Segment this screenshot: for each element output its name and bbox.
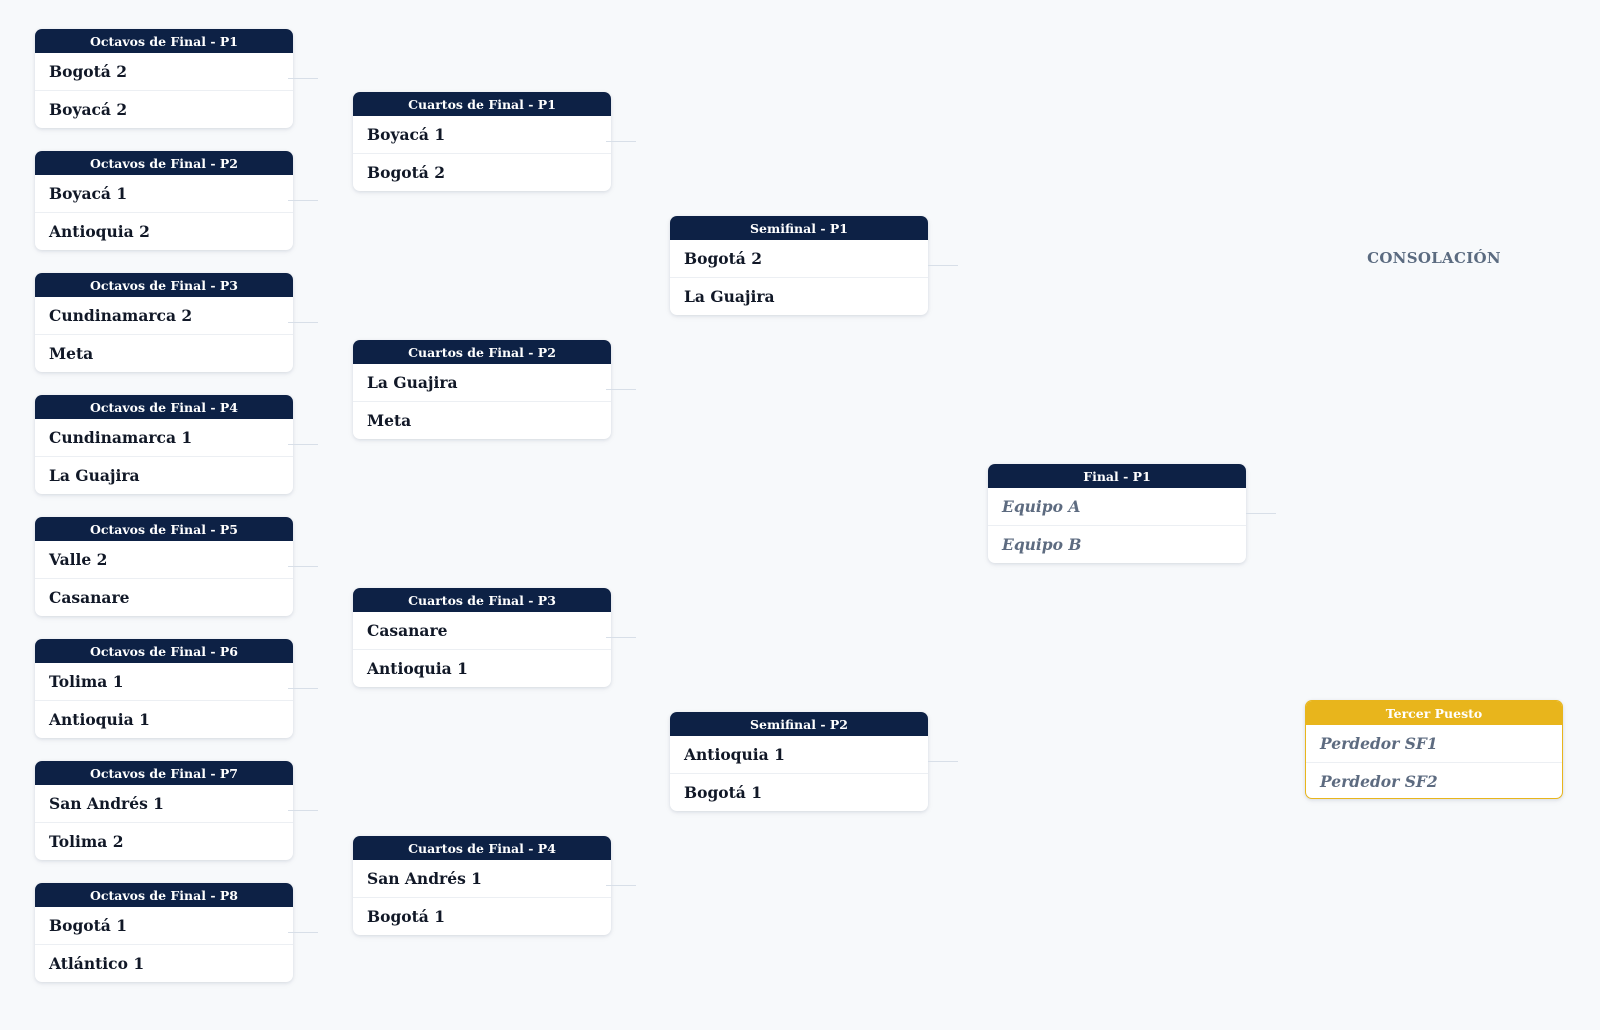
match-header: Octavos de Final - P3 [35, 273, 293, 297]
match-final-p1[interactable]: Final - P1 Equipo A Equipo B [988, 464, 1246, 563]
team-slot-1[interactable]: Cundinamarca 1 [35, 419, 293, 457]
team-slot-2[interactable]: Bogotá 1 [684, 783, 762, 802]
match-semifinal-p2[interactable]: Semifinal - P2 Antioquia 1 Bogotá 1 [670, 712, 928, 811]
match-cuartos-p2[interactable]: Cuartos de Final - P2 La Guajira Meta [353, 340, 611, 439]
bracket-connector [288, 200, 318, 201]
match-header: Final - P1 [988, 464, 1246, 488]
team-slot-1[interactable]: Antioquia 1 [670, 736, 928, 774]
bracket-connector [606, 389, 636, 390]
match-cuartos-p4[interactable]: Cuartos de Final - P4 San Andrés 1 Bogot… [353, 836, 611, 935]
match-header: Octavos de Final - P2 [35, 151, 293, 175]
match-header: Semifinal - P2 [670, 712, 928, 736]
match-semifinal-p1[interactable]: Semifinal - P1 Bogotá 2 La Guajira [670, 216, 928, 315]
match-header: Octavos de Final - P1 [35, 29, 293, 53]
match-octavos-p2[interactable]: Octavos de Final - P2 Boyacá 1 Antioquia… [35, 151, 293, 250]
bracket-connector [288, 78, 318, 79]
team-slot-2[interactable]: Bogotá 2 [367, 163, 445, 182]
team-slot-2[interactable]: Boyacá 2 [49, 100, 128, 119]
match-header: Tercer Puesto [1306, 701, 1562, 725]
team-slot-1[interactable]: Perdedor SF1 [1306, 725, 1562, 763]
team-slot-1[interactable]: Tolima 1 [35, 663, 293, 701]
team-slot-1[interactable]: Equipo A [988, 488, 1246, 526]
team-slot-1[interactable]: Bogotá 2 [35, 53, 293, 91]
bracket-connector [606, 885, 636, 886]
match-octavos-p4[interactable]: Octavos de Final - P4 Cundinamarca 1 La … [35, 395, 293, 494]
team-slot-2[interactable]: Casanare [49, 588, 130, 607]
team-slot-2[interactable]: Antioquia 1 [367, 659, 468, 678]
bracket-connector [928, 265, 958, 266]
bracket-connector [606, 141, 636, 142]
team-slot-2[interactable]: Meta [367, 411, 412, 430]
consolation-title: CONSOLACIÓN [1367, 249, 1501, 267]
match-header: Octavos de Final - P8 [35, 883, 293, 907]
bracket-connector [288, 322, 318, 323]
bracket-connector [1246, 513, 1276, 514]
match-header: Cuartos de Final - P1 [353, 92, 611, 116]
team-slot-1[interactable]: Bogotá 1 [35, 907, 293, 945]
team-slot-2[interactable]: La Guajira [684, 287, 775, 306]
team-slot-2[interactable]: Perdedor SF2 [1320, 772, 1438, 791]
match-header: Cuartos de Final - P3 [353, 588, 611, 612]
match-header: Octavos de Final - P7 [35, 761, 293, 785]
team-slot-1[interactable]: La Guajira [353, 364, 611, 402]
match-header: Cuartos de Final - P2 [353, 340, 611, 364]
team-slot-2[interactable]: La Guajira [49, 466, 140, 485]
match-octavos-p8[interactable]: Octavos de Final - P8 Bogotá 1 Atlántico… [35, 883, 293, 982]
match-header: Cuartos de Final - P4 [353, 836, 611, 860]
match-third-place[interactable]: Tercer Puesto Perdedor SF1 Perdedor SF2 [1305, 700, 1563, 799]
match-octavos-p7[interactable]: Octavos de Final - P7 San Andrés 1 Tolim… [35, 761, 293, 860]
bracket-connector [928, 761, 958, 762]
bracket-connector [288, 688, 318, 689]
bracket-connector [606, 637, 636, 638]
team-slot-1[interactable]: Valle 2 [35, 541, 293, 579]
match-cuartos-p1[interactable]: Cuartos de Final - P1 Boyacá 1 Bogotá 2 [353, 92, 611, 191]
bracket-connector [288, 810, 318, 811]
bracket-connector [288, 932, 318, 933]
team-slot-2[interactable]: Bogotá 1 [367, 907, 445, 926]
team-slot-2[interactable]: Antioquia 1 [49, 710, 150, 729]
match-header: Semifinal - P1 [670, 216, 928, 240]
team-slot-1[interactable]: Cundinamarca 2 [35, 297, 293, 335]
match-header: Octavos de Final - P4 [35, 395, 293, 419]
team-slot-2[interactable]: Atlántico 1 [49, 954, 145, 973]
team-slot-2[interactable]: Tolima 2 [49, 832, 124, 851]
match-cuartos-p3[interactable]: Cuartos de Final - P3 Casanare Antioquia… [353, 588, 611, 687]
team-slot-2[interactable]: Equipo B [1002, 535, 1082, 554]
team-slot-1[interactable]: Bogotá 2 [670, 240, 928, 278]
bracket-connector [288, 444, 318, 445]
match-octavos-p6[interactable]: Octavos de Final - P6 Tolima 1 Antioquia… [35, 639, 293, 738]
team-slot-1[interactable]: Boyacá 1 [353, 116, 611, 154]
match-octavos-p1[interactable]: Octavos de Final - P1 Bogotá 2 Boyacá 2 [35, 29, 293, 128]
team-slot-2[interactable]: Antioquia 2 [49, 222, 150, 241]
match-header: Octavos de Final - P5 [35, 517, 293, 541]
match-octavos-p5[interactable]: Octavos de Final - P5 Valle 2 Casanare [35, 517, 293, 616]
match-octavos-p3[interactable]: Octavos de Final - P3 Cundinamarca 2 Met… [35, 273, 293, 372]
bracket-connector [288, 566, 318, 567]
team-slot-2[interactable]: Meta [49, 344, 94, 363]
team-slot-1[interactable]: Boyacá 1 [35, 175, 293, 213]
team-slot-1[interactable]: San Andrés 1 [35, 785, 293, 823]
team-slot-1[interactable]: San Andrés 1 [353, 860, 611, 898]
team-slot-1[interactable]: Casanare [353, 612, 611, 650]
match-header: Octavos de Final - P6 [35, 639, 293, 663]
